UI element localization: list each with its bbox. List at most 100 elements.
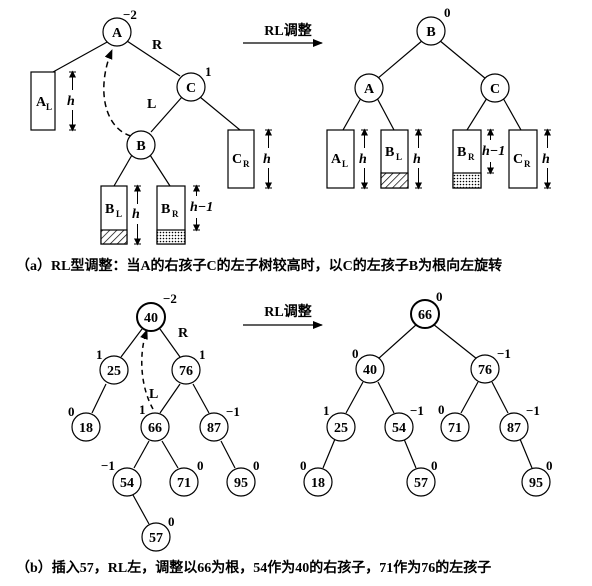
part-a-before-tree: A −2 C 1 B R L A L h xyxy=(30,7,272,246)
subtree-sub: L xyxy=(396,152,402,162)
balance-factor: 0 xyxy=(253,458,260,473)
edge-B-BL xyxy=(113,154,133,187)
rotation-arrow xyxy=(103,49,132,137)
node-25: 25 1 xyxy=(96,347,129,385)
height-label: h xyxy=(67,94,75,109)
subtree-main: B xyxy=(385,145,394,160)
balance-factor: −2 xyxy=(163,291,177,306)
node-71: 71 0 xyxy=(169,458,204,497)
node-76: 76 −1 xyxy=(470,346,511,384)
node-key: 57 xyxy=(149,531,163,546)
balance-factor: 1 xyxy=(139,402,146,417)
part-b-transform-arrow: RL调整 xyxy=(243,303,323,329)
subtree-main: B xyxy=(457,145,466,160)
subtree-main: C xyxy=(513,152,523,167)
edge-label-R: R xyxy=(152,38,163,53)
part-b-before-tree: 40 −2 25 1 76 1 18 0 66 1 87 −1 xyxy=(68,291,260,552)
balance-factor: 1 xyxy=(205,64,212,79)
node-C: C xyxy=(480,73,510,103)
node-label: B xyxy=(426,25,435,40)
part-a-transform-arrow: RL调整 xyxy=(243,22,323,47)
subtree-CR: C R h xyxy=(227,128,272,190)
balance-factor: 0 xyxy=(436,289,443,304)
subtree-sub: L xyxy=(116,209,122,219)
subtree-CR: C R h xyxy=(508,128,551,190)
height-label: h xyxy=(413,152,421,167)
edge-A-AL xyxy=(52,40,110,73)
edge-label-R: R xyxy=(178,326,189,341)
node-key: 71 xyxy=(177,476,191,491)
node-label: C xyxy=(186,81,196,96)
edge-A-C xyxy=(126,40,181,77)
node-key: 54 xyxy=(392,421,406,436)
node-40: 40 0 xyxy=(352,346,385,384)
node-key: 66 xyxy=(418,308,432,323)
balance-factor: 0 xyxy=(168,514,175,529)
subtree-sub: L xyxy=(342,159,348,169)
node-18: 18 0 xyxy=(300,458,333,497)
node-76: 76 1 xyxy=(171,347,206,385)
node-66: 66 1 xyxy=(139,402,170,442)
node-B: B xyxy=(126,130,156,160)
balance-factor: 0 xyxy=(68,404,75,419)
node-label: B xyxy=(136,139,145,154)
node-A: A xyxy=(354,73,384,103)
rotation-arrow xyxy=(140,329,154,410)
balance-factor: 0 xyxy=(444,5,451,20)
node-A: A −2 xyxy=(102,7,137,47)
balance-factor: −2 xyxy=(123,7,137,22)
node-87: 87 −1 xyxy=(199,404,240,442)
balance-factor: 0 xyxy=(431,458,438,473)
subtree-main: C xyxy=(232,152,242,167)
node-key: 76 xyxy=(478,363,492,378)
node-key: 40 xyxy=(144,311,158,326)
subtree-main: A xyxy=(331,152,342,167)
node-57: 57 0 xyxy=(406,458,438,497)
node-key: 18 xyxy=(311,476,325,491)
edge-C-CR xyxy=(199,96,241,131)
node-54: 54 −1 xyxy=(384,403,424,442)
arrow-label: RL调整 xyxy=(264,22,312,39)
node-95: 95 0 xyxy=(521,458,553,497)
subtree-main: A xyxy=(36,95,47,110)
height-label: h xyxy=(132,207,140,222)
caption-b: （b）插入57，RL左，调整以66为根，54作为40的右孩子，71作为76的左孩… xyxy=(16,559,491,576)
node-71: 71 0 xyxy=(438,402,470,442)
node-key: 25 xyxy=(107,364,121,379)
node-label: A xyxy=(364,82,375,97)
part-b-after-tree: 66 0 40 0 76 −1 25 1 54 −1 71 0 xyxy=(300,289,553,497)
node-key: 95 xyxy=(234,476,248,491)
node-B: B 0 xyxy=(416,5,451,46)
node-label: A xyxy=(112,26,123,41)
subtree-BL: B L h xyxy=(380,128,422,190)
balance-factor: 1 xyxy=(323,403,330,418)
node-key: 25 xyxy=(334,421,348,436)
node-key: 57 xyxy=(414,476,428,491)
node-label: C xyxy=(490,82,500,97)
node-key: 18 xyxy=(79,421,93,436)
caption-a: （a）RL型调整：当A的右孩子C的左子树较高时，以C的左孩子B为根向左旋转 xyxy=(16,257,502,274)
height-label: h−1 xyxy=(482,144,505,159)
balance-factor: 0 xyxy=(300,458,307,473)
subtree-sub: R xyxy=(524,159,531,169)
subtree-AL: A L h xyxy=(30,70,76,132)
balance-factor: 1 xyxy=(199,347,206,362)
balance-factor: 0 xyxy=(546,458,553,473)
balance-factor: −1 xyxy=(497,346,511,361)
node-95: 95 0 xyxy=(226,458,260,497)
node-66: 66 0 xyxy=(410,289,443,329)
part-a-after-tree: B 0 A C A L h B L xyxy=(326,5,551,190)
balance-factor: 1 xyxy=(96,347,103,362)
subtree-sub: L xyxy=(46,102,52,112)
balance-factor: −1 xyxy=(101,458,115,473)
balance-factor: −1 xyxy=(410,403,424,418)
edge-label-L: L xyxy=(147,97,156,112)
node-key: 71 xyxy=(448,421,462,436)
node-57: 57 0 xyxy=(141,514,175,552)
subtree-BL: B L h xyxy=(100,184,141,246)
subtree-sub: R xyxy=(468,152,475,162)
node-key: 40 xyxy=(363,363,377,378)
height-label: h xyxy=(263,152,271,167)
subtree-BR: B R h−1 xyxy=(156,184,213,245)
